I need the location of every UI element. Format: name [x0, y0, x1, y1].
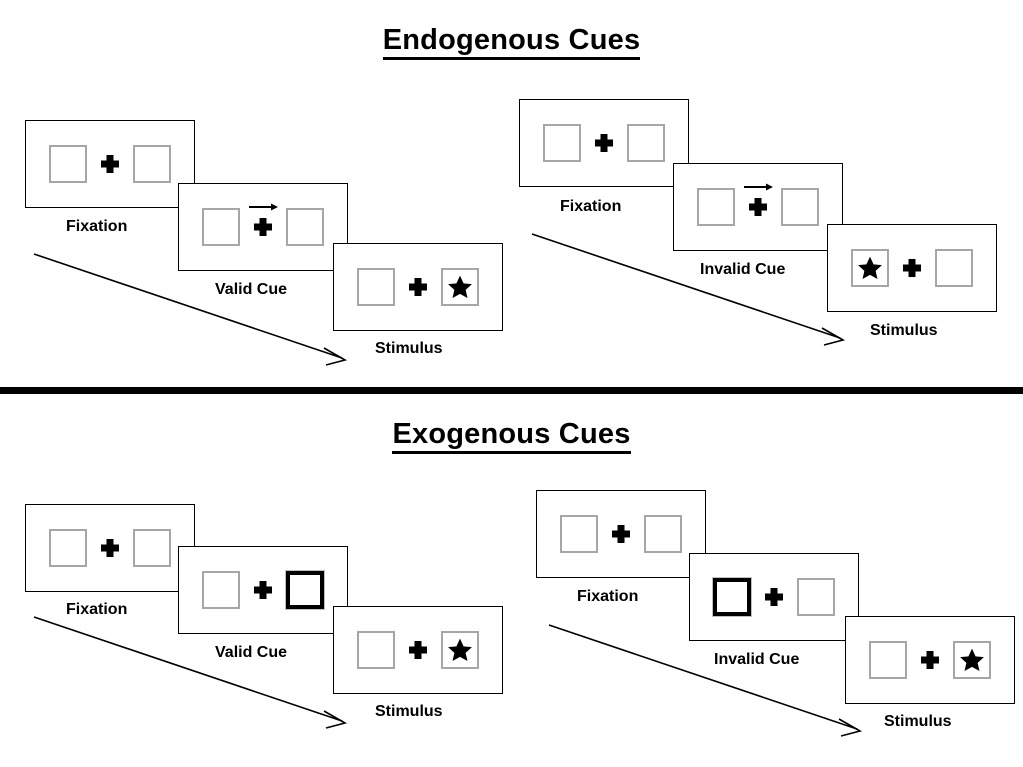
placeholder-box-right [627, 124, 665, 162]
placeholder-box-left [49, 529, 87, 567]
placeholder-box-left [202, 571, 240, 609]
plus-icon [101, 539, 119, 557]
plus-icon [595, 134, 613, 152]
panel-endogenous-invalid-fixation [519, 99, 689, 187]
plus-icon [249, 203, 278, 236]
plus-icon [101, 155, 119, 173]
placeholder-box-left [357, 268, 395, 306]
plus-icon [765, 588, 783, 606]
placeholder-box-right [286, 208, 324, 246]
caption-endogenous-invalid-fixation: Fixation [560, 198, 622, 215]
panel-endogenous-valid-fixation [25, 120, 195, 208]
section-title-exogenous-text: Exogenous Cues [392, 418, 631, 454]
plus-icon [409, 641, 427, 659]
placeholder-box-right [133, 529, 171, 567]
panel-endogenous-valid-cue [178, 183, 348, 271]
cued-box-left [712, 577, 752, 617]
plus-icon [903, 259, 921, 277]
panel-content [543, 124, 665, 162]
placeholder-box-right [644, 515, 682, 553]
target-box-right [953, 641, 991, 679]
panel-content [49, 145, 171, 183]
placeholder-box-left [697, 188, 735, 226]
target-box-left [851, 249, 889, 287]
star-icon [448, 638, 472, 662]
star-icon [858, 256, 882, 280]
panel-content [851, 249, 973, 287]
panel-exogenous-invalid-cue [689, 553, 859, 641]
caption-endogenous-invalid-stimulus: Stimulus [870, 322, 938, 339]
panel-endogenous-invalid-cue [673, 163, 843, 251]
caption-endogenous-valid-cue: Valid Cue [215, 281, 288, 298]
caption-exogenous-valid-fixation: Fixation [66, 601, 128, 618]
panel-content [202, 203, 324, 246]
panel-exogenous-valid-cue [178, 546, 348, 634]
caption-endogenous-invalid-cue: Invalid Cue [700, 261, 786, 278]
placeholder-box-right [781, 188, 819, 226]
panel-endogenous-invalid-stimulus [827, 224, 997, 312]
placeholder-box-right [133, 145, 171, 183]
panel-exogenous-invalid-fixation [536, 490, 706, 578]
arrow-right-icon [744, 183, 773, 191]
section-divider [0, 387, 1023, 394]
panel-content [49, 529, 171, 567]
section-title-exogenous: Exogenous Cues [0, 418, 1023, 454]
placeholder-box-left [49, 145, 87, 183]
panel-content [712, 577, 835, 617]
caption-exogenous-invalid-cue: Invalid Cue [714, 651, 800, 668]
placeholder-box-right [935, 249, 973, 287]
caption-exogenous-invalid-fixation: Fixation [577, 588, 639, 605]
panel-content [202, 570, 325, 610]
plus-icon [921, 651, 939, 669]
plus-icon [254, 581, 272, 599]
panel-content [869, 641, 991, 679]
panel-exogenous-valid-fixation [25, 504, 195, 592]
panel-content [357, 631, 479, 669]
placeholder-box-left [357, 631, 395, 669]
panel-endogenous-valid-stimulus [333, 243, 503, 331]
caption-exogenous-invalid-stimulus: Stimulus [884, 713, 952, 730]
caption-exogenous-valid-cue: Valid Cue [215, 644, 288, 661]
panel-content [357, 268, 479, 306]
panel-content [560, 515, 682, 553]
star-icon [448, 275, 472, 299]
caption-endogenous-valid-stimulus: Stimulus [375, 340, 443, 357]
arrow-right-icon [249, 203, 278, 211]
target-box-right [441, 631, 479, 669]
target-box-right [441, 268, 479, 306]
placeholder-box-left [202, 208, 240, 246]
plus-icon [409, 278, 427, 296]
section-title-endogenous-text: Endogenous Cues [382, 24, 641, 60]
star-icon [960, 648, 984, 672]
placeholder-box-left [560, 515, 598, 553]
panel-exogenous-invalid-stimulus [845, 616, 1015, 704]
panel-exogenous-valid-stimulus [333, 606, 503, 694]
caption-exogenous-valid-stimulus: Stimulus [375, 703, 443, 720]
placeholder-box-right [797, 578, 835, 616]
plus-icon [612, 525, 630, 543]
cued-box-right [285, 570, 325, 610]
placeholder-box-left [869, 641, 907, 679]
plus-icon [744, 183, 773, 216]
placeholder-box-left [543, 124, 581, 162]
panel-content [697, 183, 819, 226]
caption-endogenous-valid-fixation: Fixation [66, 218, 128, 235]
section-title-endogenous: Endogenous Cues [0, 24, 1023, 60]
